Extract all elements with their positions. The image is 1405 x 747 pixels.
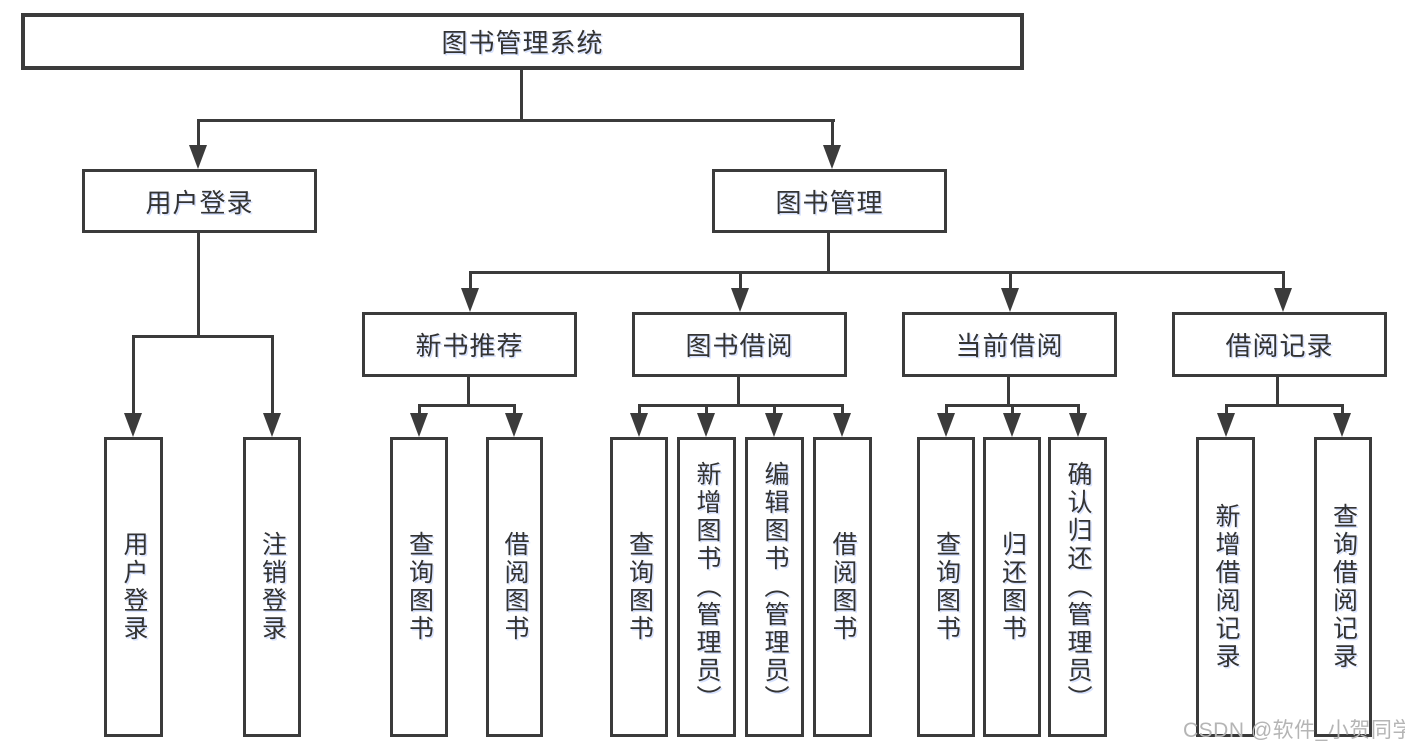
leaf-add-book-admin-label: 新增图书（管理员）: [693, 461, 721, 713]
leaf-confirm-return-admin-label: 确认归还（管理员）: [1064, 461, 1092, 713]
leaf-edit-book-admin: 编辑图书（管理员）: [745, 437, 804, 737]
connector-line: [1225, 404, 1344, 407]
node-current-borrow: 当前借阅: [902, 312, 1117, 377]
leaf-recommend-borrow-book: 借阅图书: [486, 437, 543, 737]
node-book-borrow-label: 图书借阅: [685, 331, 794, 361]
node-book-management-label: 图书管理: [775, 187, 884, 218]
node-book-management: 图书管理: [712, 169, 947, 233]
connector-line: [705, 404, 708, 416]
arrow-down-icon: [1003, 413, 1021, 437]
leaf-recommend-query-book-label: 查询图书: [405, 531, 434, 643]
connector-line: [467, 377, 470, 406]
arrow-down-icon: [263, 413, 281, 437]
arrow-down-icon: [833, 413, 851, 437]
arrow-down-icon: [505, 413, 523, 437]
arrow-down-icon: [630, 413, 648, 437]
leaf-edit-book-admin-label: 编辑图书（管理员）: [761, 461, 789, 713]
arrow-down-icon: [1217, 413, 1235, 437]
connector-line: [1077, 404, 1080, 416]
connector-line: [739, 271, 742, 291]
arrow-down-icon: [1274, 288, 1292, 312]
connector-line: [1341, 404, 1344, 416]
leaf-query-borrow-record-label: 查询借阅记录: [1329, 503, 1358, 671]
connector-line: [520, 70, 523, 121]
arrow-down-icon: [1069, 413, 1087, 437]
leaf-user-login: 用户登录: [104, 437, 163, 737]
node-new-book-recommend-label: 新书推荐: [415, 331, 524, 361]
arrow-down-icon: [937, 413, 955, 437]
connector-line: [773, 404, 776, 416]
connector-line: [737, 377, 740, 406]
leaf-current-query-book: 查询图书: [917, 437, 975, 737]
leaf-confirm-return-admin: 确认归还（管理员）: [1048, 437, 1107, 737]
connector-line: [1225, 404, 1228, 416]
leaf-add-borrow-record-label: 新增借阅记录: [1212, 503, 1240, 671]
connector-line: [827, 233, 830, 273]
connector-line: [638, 404, 844, 407]
leaf-return-book: 归还图书: [983, 437, 1041, 737]
connector-line: [197, 233, 200, 337]
connector-line: [271, 335, 274, 415]
arrow-down-icon: [765, 413, 783, 437]
arrow-down-icon: [410, 413, 428, 437]
arrow-down-icon: [731, 288, 749, 312]
arrow-down-icon: [697, 413, 715, 437]
connector-line: [132, 335, 274, 338]
arrow-down-icon: [461, 288, 479, 312]
connector-line: [1011, 404, 1014, 416]
connector-line: [1007, 377, 1010, 406]
connector-line: [638, 404, 641, 416]
arrow-down-icon: [1001, 288, 1019, 312]
connector-line: [197, 119, 200, 147]
arrow-down-icon: [124, 413, 142, 437]
connector-line: [831, 119, 834, 147]
connector-line: [418, 404, 421, 416]
connector-line: [945, 404, 948, 416]
connector-line: [1009, 271, 1012, 291]
node-book-borrow: 图书借阅: [632, 312, 847, 377]
arrow-down-icon: [823, 145, 841, 169]
arrow-down-icon: [189, 145, 207, 169]
connector-line: [1282, 271, 1285, 291]
node-borrow-records: 借阅记录: [1172, 312, 1387, 377]
watermark: CSDN @软件_小贺同学: [1183, 719, 1405, 742]
leaf-query-borrow-record: 查询借阅记录: [1314, 437, 1372, 737]
leaf-recommend-borrow-book-label: 借阅图书: [501, 531, 529, 643]
leaf-add-borrow-record: 新增借阅记录: [1196, 437, 1255, 737]
connector-line: [469, 271, 1285, 274]
leaf-return-book-label: 归还图书: [998, 531, 1027, 643]
leaf-current-query-book-label: 查询图书: [932, 531, 961, 643]
leaf-logout-label: 注销登录: [258, 531, 287, 643]
connector-line: [418, 404, 516, 407]
connector-line: [841, 404, 844, 416]
connector-line: [1276, 377, 1279, 406]
leaf-borrow-query-book-label: 查询图书: [625, 531, 654, 643]
connector-line: [513, 404, 516, 416]
node-new-book-recommend: 新书推荐: [362, 312, 577, 377]
leaf-add-book-admin: 新增图书（管理员）: [677, 437, 736, 737]
node-user-login: 用户登录: [82, 169, 317, 233]
leaf-logout: 注销登录: [243, 437, 301, 737]
connector-line: [132, 335, 135, 415]
leaf-user-login-label: 用户登录: [120, 531, 148, 643]
node-borrow-records-label: 借阅记录: [1225, 331, 1334, 361]
node-current-borrow-label: 当前借阅: [955, 331, 1064, 361]
leaf-borrow-book-label: 借阅图书: [829, 531, 857, 643]
arrow-down-icon: [1333, 413, 1351, 437]
leaf-borrow-book: 借阅图书: [813, 437, 872, 737]
connector-line: [197, 119, 835, 122]
node-root-label: 图书管理系统: [441, 28, 604, 58]
node-user-login-label: 用户登录: [145, 187, 254, 218]
connector-line: [469, 271, 472, 291]
node-root: 图书管理系统: [21, 13, 1024, 70]
leaf-borrow-query-book: 查询图书: [610, 437, 668, 737]
leaf-recommend-query-book: 查询图书: [390, 437, 448, 737]
